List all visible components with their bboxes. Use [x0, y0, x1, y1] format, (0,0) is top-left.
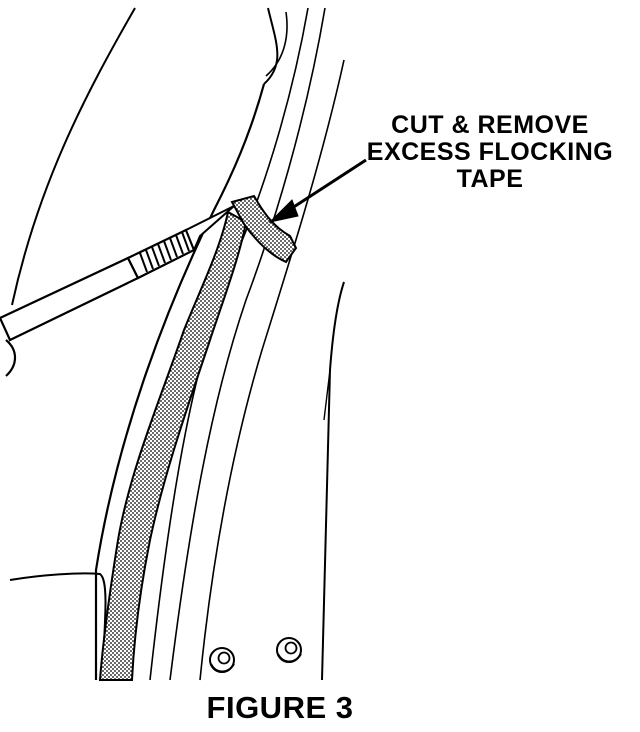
door-edge-line-2	[323, 369, 331, 421]
grommet-right	[276, 637, 302, 663]
left-body-contour	[11, 7, 136, 306]
figure-caption: FIGURE 3	[206, 690, 354, 725]
flocking-tape	[98, 210, 248, 681]
window-frame-curve-outer	[263, 7, 279, 85]
callout-line-3: TAPE	[456, 165, 524, 193]
callout-arrow-line	[285, 158, 367, 214]
callout-arrow-head	[268, 199, 299, 223]
tool-handle-end	[5, 339, 17, 377]
pillar-line-4	[199, 59, 345, 681]
callout-line-2: EXCESS FLOCKING	[366, 138, 614, 166]
callout-line-1: CUT & REMOVE	[391, 111, 589, 139]
pillar-line-1	[94, 83, 266, 680]
pillar-line-3	[169, 7, 326, 681]
tool-blade	[184, 205, 235, 253]
pillar-line-2	[149, 7, 309, 681]
door-edge-line-1	[321, 281, 345, 681]
knurl-marks	[139, 231, 190, 273]
grommet-left	[209, 647, 235, 673]
lower-sill	[9, 572, 107, 681]
window-frame-curve-inner	[265, 11, 288, 77]
callout-label: CUT & REMOVE EXCESS FLOCKING TAPE	[352, 112, 628, 193]
excess-tape-flap	[230, 194, 298, 264]
